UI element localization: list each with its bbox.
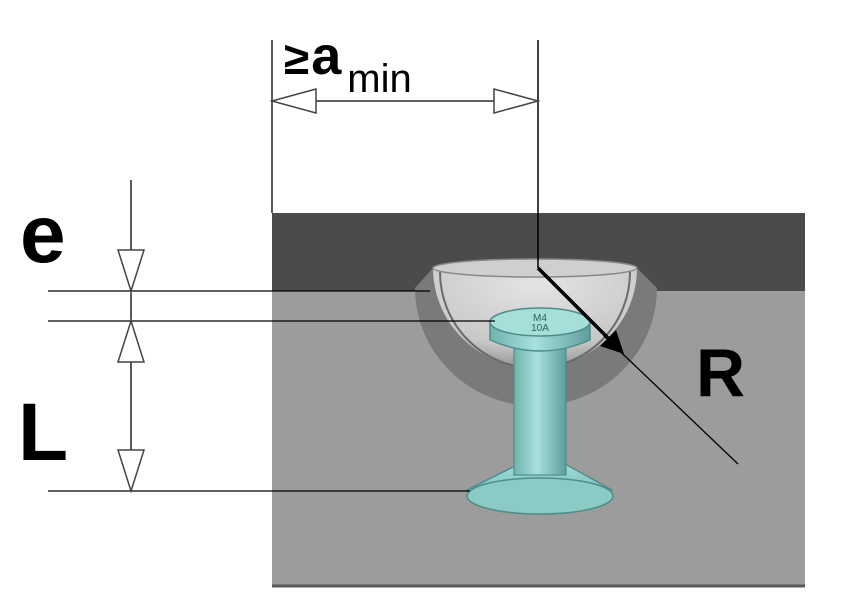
e-arrow-top [116, 249, 146, 294]
amin-arrow-right [493, 88, 541, 114]
R-label: R [696, 335, 745, 411]
L-arrow-bottom [116, 449, 146, 494]
radius-leader-line [603, 335, 739, 465]
recess-outer-shadow [415, 268, 657, 406]
amin-subscript: min [347, 57, 411, 101]
recess-rim [432, 258, 638, 278]
anchor-head-marking-1: M4 [533, 313, 547, 324]
amin-prefix: ≥ [284, 32, 309, 84]
amin-symbol: a [311, 26, 342, 86]
e-label: e [20, 189, 66, 280]
anchor-shaft [513, 344, 567, 476]
amin-arrow-left [269, 88, 317, 114]
radius-arrowhead [600, 330, 624, 354]
anchor-foot-bottom [466, 477, 614, 515]
anchor-head-marking-2: 10A [531, 323, 549, 334]
L-label: L [18, 387, 68, 478]
e-arrow-bottom [116, 318, 146, 363]
radius-arrow-line [536, 266, 614, 344]
